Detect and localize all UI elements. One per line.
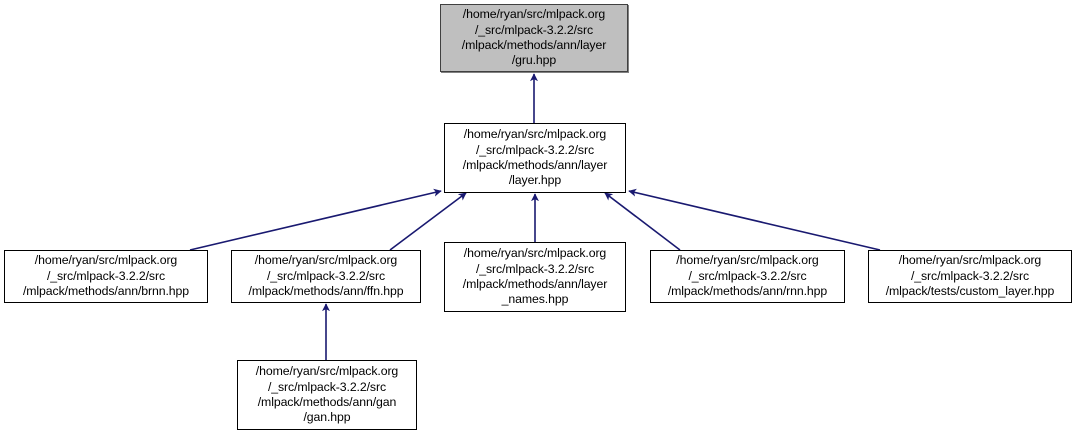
graph-node-rnn[interactable]: /home/ryan/src/mlpack.org /_src/mlpack-3… <box>650 250 845 303</box>
graph-node-label-gan: /home/ryan/src/mlpack.org /_src/mlpack-3… <box>255 364 399 425</box>
graph-node-ffn[interactable]: /home/ryan/src/mlpack.org /_src/mlpack-3… <box>231 250 421 303</box>
graph-node-custom_layer[interactable]: /home/ryan/src/mlpack.org /_src/mlpack-3… <box>868 250 1072 303</box>
graph-edge-custom_layer-to-layer <box>628 188 881 251</box>
graph-node-label-rnn: /home/ryan/src/mlpack.org /_src/mlpack-3… <box>667 253 828 299</box>
graph-node-gru[interactable]: /home/ryan/src/mlpack.org /_src/mlpack-3… <box>440 4 628 72</box>
graph-node-label-custom_layer: /home/ryan/src/mlpack.org /_src/mlpack-3… <box>885 253 1055 299</box>
graph-node-label-gru: /home/ryan/src/mlpack.org /_src/mlpack-3… <box>461 7 607 68</box>
graph-node-label-ffn: /home/ryan/src/mlpack.org /_src/mlpack-3… <box>248 253 404 299</box>
graph-node-label-layer_names: /home/ryan/src/mlpack.org /_src/mlpack-3… <box>462 246 608 307</box>
graph-node-gan[interactable]: /home/ryan/src/mlpack.org /_src/mlpack-3… <box>237 360 417 430</box>
graph-node-label-brnn: /home/ryan/src/mlpack.org /_src/mlpack-3… <box>22 253 190 299</box>
graph-node-layer[interactable]: /home/ryan/src/mlpack.org /_src/mlpack-3… <box>444 123 626 193</box>
graph-edge-brnn-to-layer <box>189 188 442 251</box>
graph-node-brnn[interactable]: /home/ryan/src/mlpack.org /_src/mlpack-3… <box>4 250 208 303</box>
graph-node-layer_names[interactable]: /home/ryan/src/mlpack.org /_src/mlpack-3… <box>444 242 626 312</box>
graph-node-label-layer: /home/ryan/src/mlpack.org /_src/mlpack-3… <box>462 127 608 188</box>
